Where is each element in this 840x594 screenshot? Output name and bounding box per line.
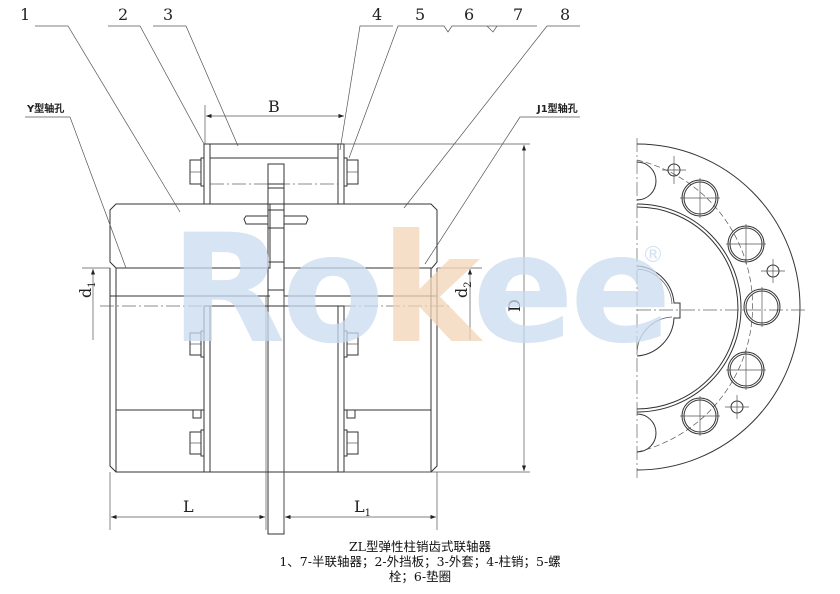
dimension-d2: d2 <box>437 267 482 340</box>
part-label-2: 2 <box>118 5 128 24</box>
part-label-6: 6 <box>464 5 474 24</box>
part-label-4: 4 <box>372 5 382 24</box>
part-label-1: 1 <box>20 5 30 24</box>
outer-sleeve-section <box>189 143 359 205</box>
legend-line-1: 1、7-半联轴器；2-外挡板；3-外套；4-柱销；5-螺 <box>279 554 561 569</box>
part-label-3: 3 <box>163 5 173 24</box>
y-type-bore-label: Y型轴孔 <box>26 102 64 115</box>
j1-type-bore-label: J1型轴孔 <box>536 102 578 115</box>
svg-text:L: L <box>183 497 194 516</box>
drawing-title: ZL型弹性柱销齿式联轴器 <box>349 539 491 554</box>
legend-line-2: 栓；6-垫圈 <box>388 569 452 584</box>
part-label-8: 8 <box>560 5 570 24</box>
rokee-watermark: Rokee <box>170 203 672 377</box>
svg-text:d2: d2 <box>452 281 474 298</box>
part-label-5: 5 <box>415 5 425 24</box>
dimension-b: B <box>204 97 344 144</box>
part-leaders <box>25 25 580 269</box>
part-label-7: 7 <box>513 5 523 24</box>
svg-text:B: B <box>268 97 280 116</box>
dimension-d1: d1 <box>76 267 110 340</box>
dimension-l: L <box>109 296 267 530</box>
end-view <box>636 138 805 478</box>
coupling-external-view <box>100 268 450 473</box>
svg-text:L1: L1 <box>354 497 371 519</box>
dimension-l1: L1 <box>283 296 438 530</box>
svg-text:D: D <box>505 299 524 312</box>
registered-mark: ® <box>642 243 664 268</box>
svg-text:d1: d1 <box>76 281 98 298</box>
